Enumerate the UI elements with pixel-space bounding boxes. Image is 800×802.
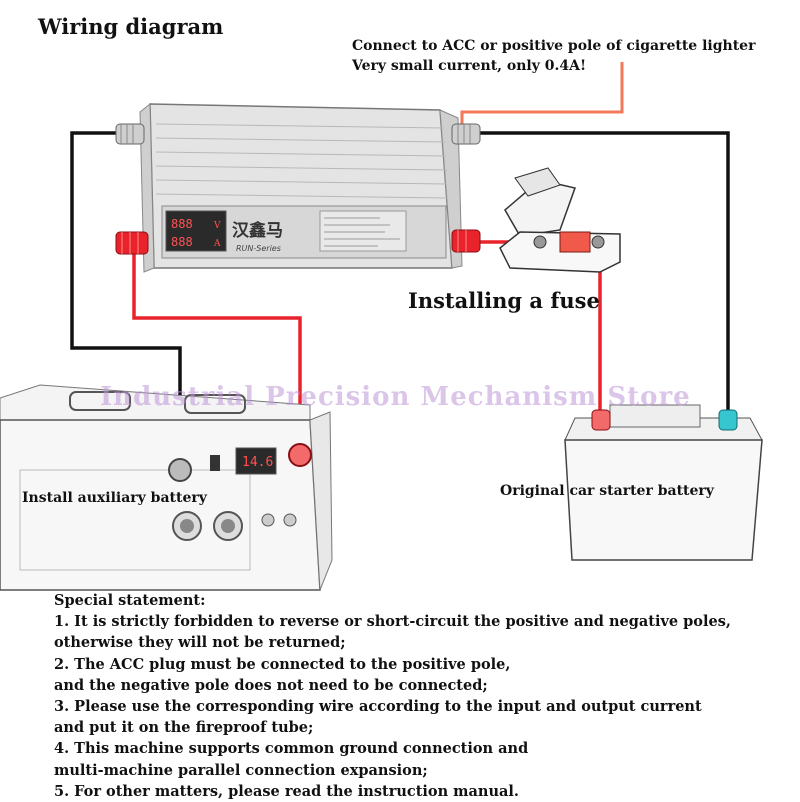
fuse-label: Installing a fuse (408, 288, 600, 313)
statement-line: 2. The ACC plug must be connected to the… (54, 655, 511, 673)
battery-handle (184, 394, 246, 414)
negative-wire-car (470, 131, 730, 412)
aux-battery-label: Install auxiliary battery (22, 490, 207, 506)
car-negative-post (718, 409, 738, 431)
statement-line: and the negative pole does not need to b… (54, 676, 488, 694)
aux-battery-display (235, 447, 277, 475)
display-unit-bottom: A (213, 239, 221, 249)
statement-line: otherwise they will not be returned; (54, 634, 346, 652)
statement-line: 4. This machine supports common ground c… (54, 740, 529, 758)
display-bottom-readout: 888 (171, 235, 193, 249)
aux-positive-post (288, 443, 312, 467)
auxiliary-battery: 14.6 (0, 384, 333, 591)
output-positive-terminal (451, 229, 481, 253)
aux-display-readout: 14.6 (242, 455, 273, 470)
input-positive-terminal (115, 231, 149, 255)
acc-wire (460, 62, 624, 128)
device-brand: 汉鑫马 (232, 220, 283, 241)
device-display (165, 210, 227, 252)
aux-negative-post (168, 458, 192, 482)
statement-line: 3. Please use the corresponding wire acc… (54, 698, 702, 716)
statement-line: and put it on the fireproof tube; (54, 719, 314, 737)
negative-wire-aux (70, 131, 182, 462)
car-positive-post (591, 409, 611, 431)
output-negative-terminal (451, 123, 481, 145)
dc-port (261, 513, 275, 527)
store-watermark: Industrial Precision Mechanism Store (100, 382, 691, 412)
converter-device: 888 888 V A 汉鑫马 RUN-Series (115, 102, 481, 273)
dc-port (283, 513, 297, 527)
positive-wire-aux (132, 244, 302, 448)
display-top-readout: 888 (171, 217, 193, 231)
acc-note-line-1: Connect to ACC or positive pole of cigar… (352, 38, 756, 54)
statement-heading: Special statement: (54, 592, 206, 609)
display-unit-top: V (213, 221, 221, 231)
statement-line: 5. For other matters, please read the in… (54, 782, 519, 800)
car-battery-label: Original car starter battery (500, 483, 714, 499)
battery-handle (69, 391, 131, 411)
acc-note-line-2: Very small current, only 0.4A! (352, 58, 587, 74)
car-starter-battery (564, 404, 763, 561)
statement-line: 1. It is strictly forbidden to reverse o… (54, 613, 731, 631)
statement-line: multi-machine parallel connection expans… (54, 761, 428, 779)
spec-plate (319, 210, 407, 252)
special-statement: Special statement: 1. It is strictly for… (54, 590, 774, 802)
aux-switch (210, 455, 220, 471)
device-series: RUN-Series (236, 244, 281, 253)
fuse-element (559, 231, 591, 253)
fuse-holder (499, 167, 621, 273)
acc-note: Connect to ACC or positive pole of cigar… (352, 36, 755, 76)
input-negative-terminal (115, 123, 145, 145)
diagram-title: Wiring diagram (38, 14, 224, 39)
